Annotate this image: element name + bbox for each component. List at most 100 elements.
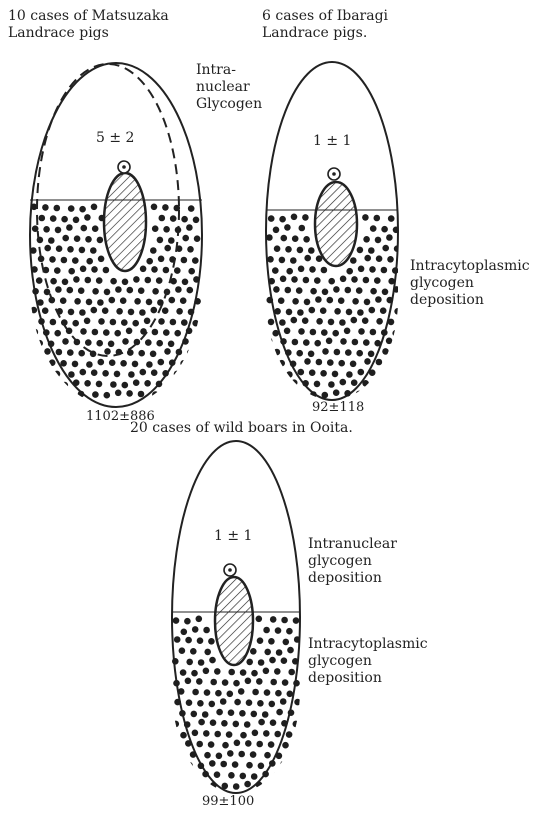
glycogen-dot bbox=[322, 348, 329, 355]
glycogen-dot bbox=[43, 226, 50, 233]
glycogen-dot bbox=[364, 358, 371, 365]
glycogen-dot bbox=[332, 371, 339, 378]
glycogen-dot bbox=[393, 389, 400, 396]
glycogen-dot bbox=[92, 288, 99, 295]
glycogen-dot bbox=[350, 361, 357, 368]
glycogen-dot bbox=[187, 349, 194, 356]
glycogen-dot bbox=[287, 691, 294, 698]
glycogen-dot bbox=[174, 636, 181, 643]
glycogen-dot bbox=[146, 258, 153, 265]
cell1-diagram bbox=[30, 63, 202, 407]
glycogen-dot bbox=[55, 286, 62, 293]
glycogen-dot bbox=[139, 309, 146, 316]
glycogen-dot bbox=[362, 214, 369, 221]
glycogen-dot bbox=[281, 720, 288, 727]
glycogen-dot bbox=[194, 235, 201, 242]
glycogen-dot bbox=[227, 750, 234, 757]
glycogen-dot bbox=[334, 349, 341, 356]
glycogen-dot bbox=[48, 341, 55, 348]
glycogen-dot bbox=[62, 235, 69, 242]
glycogen-dot bbox=[194, 298, 201, 305]
glycogen-dot bbox=[97, 237, 104, 244]
glycogen-dot bbox=[192, 257, 199, 264]
glycogen-dot bbox=[198, 719, 205, 726]
glycogen-dot bbox=[381, 267, 388, 274]
cell2-nucleus bbox=[315, 182, 357, 266]
glycogen-dot bbox=[304, 358, 311, 365]
glycogen-dot bbox=[320, 307, 327, 314]
glycogen-dot bbox=[270, 782, 277, 789]
glycogen-dot bbox=[279, 216, 286, 223]
glycogen-dot bbox=[280, 379, 287, 386]
glycogen-dot bbox=[109, 359, 116, 366]
glycogen-dot bbox=[363, 277, 370, 284]
glycogen-dot bbox=[388, 215, 395, 222]
glycogen-dot bbox=[276, 753, 283, 760]
glycogen-dot bbox=[287, 647, 294, 654]
glycogen-dot bbox=[42, 307, 49, 314]
glycogen-dot bbox=[375, 237, 382, 244]
glycogen-dot bbox=[133, 276, 140, 283]
glycogen-dot bbox=[303, 277, 310, 284]
glycogen-dot bbox=[314, 340, 321, 347]
glycogen-dot bbox=[202, 771, 209, 778]
glycogen-dot bbox=[78, 287, 85, 294]
glycogen-dot bbox=[240, 773, 247, 780]
glycogen-dot bbox=[269, 701, 276, 708]
glycogen-dot bbox=[376, 255, 383, 262]
glycogen-dot bbox=[269, 760, 276, 767]
glycogen-dot bbox=[351, 276, 358, 283]
glycogen-dot bbox=[286, 628, 293, 635]
glycogen-dot bbox=[32, 329, 39, 336]
glycogen-dot bbox=[272, 267, 279, 274]
glycogen-dot bbox=[185, 637, 192, 644]
glycogen-dot bbox=[214, 771, 221, 778]
glycogen-dot bbox=[61, 257, 68, 264]
glycogen-dot bbox=[304, 255, 311, 262]
glycogen-dot bbox=[134, 298, 141, 305]
glycogen-dot bbox=[179, 710, 186, 717]
glycogen-dot bbox=[327, 359, 334, 366]
glycogen-dot bbox=[175, 286, 182, 293]
glycogen-dot bbox=[227, 691, 234, 698]
glycogen-dot bbox=[115, 390, 122, 397]
glycogen-dot bbox=[233, 721, 240, 728]
glycogen-dot bbox=[115, 286, 122, 293]
glycogen-dot bbox=[346, 371, 353, 378]
glycogen-dot bbox=[284, 328, 291, 335]
glycogen-dot bbox=[208, 741, 215, 748]
glycogen-dot bbox=[338, 297, 345, 304]
glycogen-dot bbox=[185, 678, 192, 685]
glycogen-dot bbox=[163, 226, 170, 233]
glycogen-dot bbox=[188, 268, 195, 275]
cell3-diagram bbox=[172, 441, 301, 793]
glycogen-dot bbox=[239, 710, 246, 717]
glycogen-dot bbox=[257, 700, 264, 707]
glycogen-dot bbox=[299, 225, 306, 232]
glycogen-dot bbox=[393, 286, 400, 293]
glycogen-dot bbox=[382, 392, 389, 399]
glycogen-dot bbox=[55, 390, 62, 397]
glycogen-dot bbox=[192, 626, 199, 633]
glycogen-dot bbox=[310, 391, 317, 398]
glycogen-dot bbox=[209, 760, 216, 767]
glycogen-dot bbox=[43, 329, 50, 336]
glycogen-dot bbox=[104, 392, 111, 399]
glycogen-dot bbox=[85, 339, 92, 346]
glycogen-dot bbox=[210, 679, 217, 686]
glycogen-dot bbox=[272, 371, 279, 378]
glycogen-dot bbox=[374, 340, 381, 347]
glycogen-dot bbox=[240, 669, 247, 676]
glycogen-dot bbox=[67, 246, 74, 253]
glycogen-dot bbox=[172, 658, 179, 665]
glycogen-dot bbox=[162, 370, 169, 377]
glycogen-dot bbox=[151, 307, 158, 314]
glycogen-dot bbox=[291, 317, 298, 324]
glycogen-dot bbox=[293, 783, 300, 790]
glycogen-dot bbox=[104, 348, 111, 355]
glycogen-dot bbox=[98, 255, 105, 262]
glycogen-dot bbox=[268, 381, 275, 388]
glycogen-dot bbox=[263, 627, 270, 634]
glycogen-dot bbox=[315, 296, 322, 303]
glycogen-dot bbox=[150, 351, 157, 358]
